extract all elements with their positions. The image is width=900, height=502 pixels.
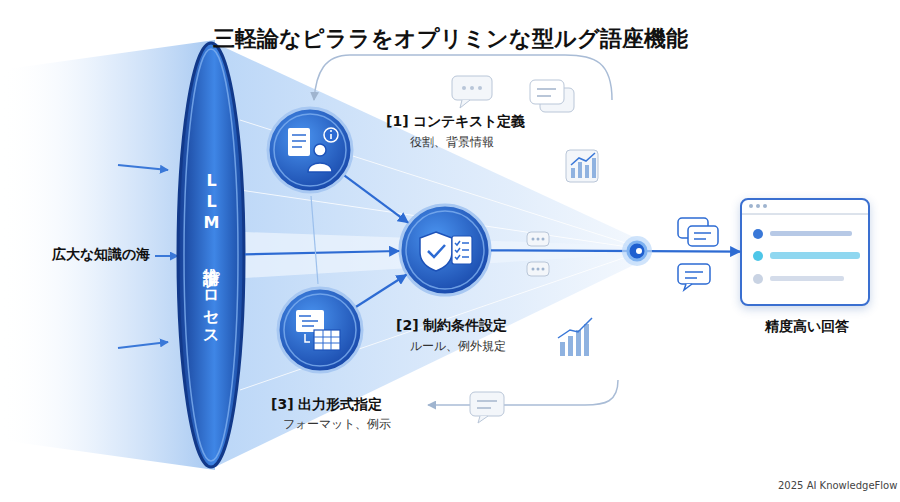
chat-bubble bbox=[470, 392, 504, 423]
flow-arrow bbox=[245, 251, 399, 254]
circle-outline bbox=[275, 285, 365, 375]
chart-icon bbox=[566, 150, 598, 182]
input-arrow bbox=[118, 165, 168, 170]
answer-label: 精度高い回答 bbox=[742, 318, 872, 335]
row-dot bbox=[753, 229, 763, 239]
chat-bubble bbox=[530, 80, 574, 112]
code-window bbox=[296, 310, 324, 332]
bubble-tail bbox=[460, 100, 470, 108]
feedback-arrow bbox=[314, 55, 612, 100]
step-circle: [2] 制約条件設定ルール、例外規定 bbox=[397, 202, 493, 298]
info-badge bbox=[324, 128, 338, 142]
step-disc bbox=[278, 288, 362, 372]
step-description: 役割、背景情報 bbox=[410, 135, 494, 149]
footer-credit: 2025 AI KnowledgeFlow bbox=[778, 480, 897, 492]
focal-lens bbox=[628, 242, 646, 260]
bubble-tail bbox=[684, 284, 692, 290]
step-disc bbox=[268, 108, 352, 192]
row-line bbox=[770, 252, 860, 259]
focal-point bbox=[622, 236, 652, 266]
step-heading: [3] 出力形式指定 bbox=[271, 396, 382, 413]
table-icon bbox=[314, 330, 340, 350]
circle-outline bbox=[265, 105, 355, 195]
format-icon bbox=[296, 310, 340, 350]
mini-bubble bbox=[527, 262, 549, 276]
answer-window: 精度高い回答 bbox=[740, 198, 870, 306]
mini-bubble bbox=[527, 232, 549, 246]
chart-trend bbox=[558, 318, 592, 338]
flow-arrow bbox=[356, 275, 406, 307]
clipboard-icon bbox=[452, 236, 472, 264]
bubble-body bbox=[688, 226, 718, 246]
bubble-dots bbox=[462, 86, 482, 90]
chat-bubble bbox=[678, 218, 718, 246]
step-heading: [2] 制約条件設定 bbox=[396, 317, 507, 334]
diagram-title: 三軽論なピララをオプリミンな型ルグ語座機能 bbox=[0, 26, 900, 52]
inner-ring bbox=[274, 114, 346, 186]
step-circle: [1] コンテキスト定義役割、背景情報 bbox=[265, 105, 355, 195]
bubble-tail bbox=[478, 416, 488, 423]
row-dot bbox=[753, 274, 763, 284]
row-dot bbox=[753, 251, 763, 261]
inner-ring bbox=[284, 294, 356, 366]
chat-bubble bbox=[678, 264, 710, 290]
bubble-body bbox=[530, 80, 564, 104]
format-arrow bbox=[305, 334, 310, 342]
chart-trend bbox=[571, 153, 595, 165]
window-header bbox=[742, 214, 868, 215]
row-line bbox=[770, 276, 844, 281]
focal-glow bbox=[622, 236, 652, 266]
row-line bbox=[770, 231, 852, 236]
source-label: 広大な知識の海 bbox=[52, 246, 150, 263]
bubble-body bbox=[678, 264, 710, 284]
context-icon bbox=[288, 128, 338, 172]
step-description: フォーマット、例示 bbox=[283, 417, 391, 431]
focal-spark bbox=[636, 248, 642, 254]
input-arrows bbox=[118, 165, 178, 348]
document-icon bbox=[288, 128, 310, 156]
chart-frame bbox=[566, 150, 598, 182]
step-circle: [3] 出力形式指定フォーマット、例示 bbox=[275, 285, 365, 375]
flow-arrow bbox=[491, 250, 740, 251]
person-body bbox=[308, 163, 332, 172]
chat-bubble bbox=[452, 76, 492, 108]
person-head bbox=[314, 144, 326, 156]
focus-cone bbox=[213, 42, 640, 468]
process-ring bbox=[178, 43, 244, 467]
shield-check bbox=[428, 245, 445, 257]
info-mark bbox=[330, 130, 332, 132]
bubble-lines bbox=[537, 89, 556, 96]
inner-ring bbox=[406, 211, 484, 289]
shield-icon bbox=[420, 232, 452, 271]
constraint-icon bbox=[420, 232, 472, 271]
link-line bbox=[311, 196, 318, 284]
step-disc bbox=[400, 205, 490, 295]
input-arrow bbox=[155, 255, 178, 257]
input-arrow bbox=[118, 342, 168, 348]
info-mark bbox=[330, 134, 332, 139]
bubble-body bbox=[527, 262, 549, 276]
process-label: LLM 推論プロセス bbox=[203, 171, 219, 339]
window-content bbox=[742, 204, 868, 284]
bubble-body bbox=[527, 232, 549, 246]
bubble-body bbox=[540, 88, 574, 112]
bubble-body bbox=[452, 76, 492, 100]
flow-arrow bbox=[345, 176, 408, 223]
step-heading: [1] コンテキスト定義 bbox=[386, 113, 525, 130]
bubble-body bbox=[470, 392, 504, 416]
chart-icon bbox=[558, 318, 592, 356]
feedback-arrow bbox=[428, 380, 618, 405]
process-ellipse: LLM 推論プロセス bbox=[175, 40, 247, 470]
chart-bars bbox=[560, 324, 589, 356]
circle-outline bbox=[397, 202, 493, 298]
bubble-body bbox=[678, 218, 708, 238]
inner-ring bbox=[184, 49, 238, 461]
chart-bars bbox=[571, 158, 596, 178]
step-description: ルール、例外規定 bbox=[410, 339, 506, 353]
